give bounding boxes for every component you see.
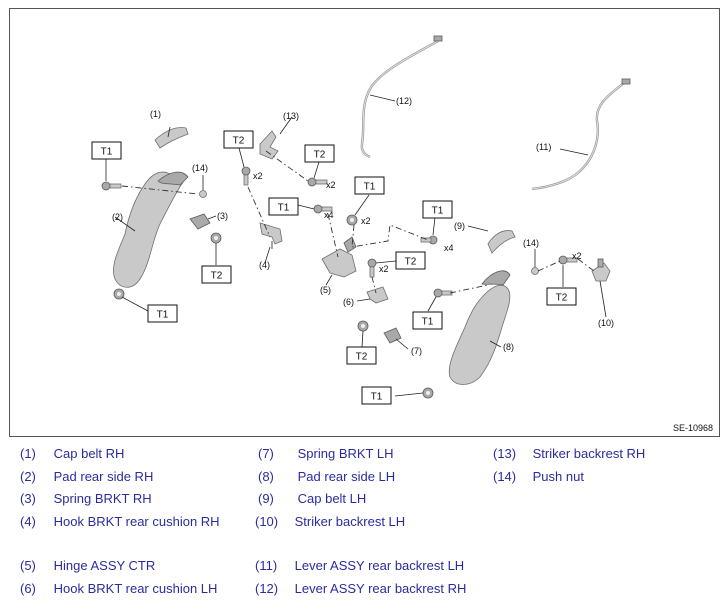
svg-text:T2: T2 xyxy=(211,271,223,282)
part-9-cap-belt-lh xyxy=(487,230,516,254)
part-5-hinge-assy-ctr xyxy=(321,236,357,278)
callout-14: (14) xyxy=(523,238,539,248)
multiplier-x2: x2 xyxy=(572,251,582,261)
part-11-lever-lh-cable xyxy=(531,78,631,191)
parts-legend: (1) Cap belt RH (2) Pad rear side RH (3)… xyxy=(0,440,728,604)
part-3-spring-brkt-rh xyxy=(189,213,211,230)
svg-text:T2: T2 xyxy=(314,150,326,161)
svg-text:T2: T2 xyxy=(556,293,568,304)
multiplier-x4: x4 xyxy=(324,210,334,220)
assembly-lines xyxy=(121,150,595,294)
diagram-canvas: T1 T2 T2 T1 T1 T1 T2 T2 T2 T1 T1 T2 T1 x… xyxy=(91,35,713,433)
part-6-hook-brkt-lh xyxy=(366,286,389,304)
legend-item-4: (4) Hook BRKT rear cushion RH xyxy=(20,514,220,529)
part-2-pad-rear-side-rh xyxy=(113,171,189,288)
legend-item-9: (9) Cap belt LH xyxy=(258,491,367,506)
svg-text:T1: T1 xyxy=(101,147,113,158)
legend-item-12: (12) Lever ASSY rear backrest RH xyxy=(255,581,467,596)
quantity-multipliers: x2 x2 x4 x2 x4 x2 x2 xyxy=(253,171,582,274)
callout-9: (9) xyxy=(454,221,465,231)
callout-labels: (1) (2) (3) (4) (5) (6) (7) (8) (9) (10)… xyxy=(112,96,614,356)
leader-lines xyxy=(105,94,607,397)
multiplier-x2: x2 xyxy=(253,171,263,181)
svg-text:T1: T1 xyxy=(371,392,383,403)
callout-2: (2) xyxy=(112,212,123,222)
bolt-icon xyxy=(420,235,438,245)
bolt-icon xyxy=(433,288,453,298)
legend-item-1: (1) Cap belt RH xyxy=(20,446,125,461)
torque-tag-t1: T1 xyxy=(361,386,392,405)
bolt-icon xyxy=(558,255,578,265)
multiplier-x4: x4 xyxy=(444,243,454,253)
exploded-parts-diagram: T1 T2 T2 T1 T1 T1 T2 T2 T2 T1 T1 T2 T1 x… xyxy=(9,8,720,437)
callout-11: (11) xyxy=(536,142,551,152)
multiplier-x2: x2 xyxy=(326,180,336,190)
callout-6: (6) xyxy=(343,297,354,307)
torque-tag-t2: T2 xyxy=(546,287,577,306)
callout-10: (10) xyxy=(598,318,614,328)
svg-text:T1: T1 xyxy=(364,182,376,193)
multiplier-x2: x2 xyxy=(379,264,389,274)
torque-tag-t2: T2 xyxy=(201,265,232,284)
legend-item-14: (14) Push nut xyxy=(493,469,584,484)
torque-tag-t1: T1 xyxy=(412,311,443,330)
callout-14: (14) xyxy=(192,163,208,173)
svg-text:T1: T1 xyxy=(432,206,444,217)
figure-code: SE-10968 xyxy=(673,423,713,433)
callout-4: (4) xyxy=(259,260,270,270)
legend-item-5: (5) Hinge ASSY CTR xyxy=(20,558,156,573)
legend-item-8: (8) Pad rear side LH xyxy=(258,469,396,484)
legend-item-11: (11) Lever ASSY rear backrest LH xyxy=(255,558,465,573)
callout-1: (1) xyxy=(150,109,161,119)
legend-item-2: (2) Pad rear side RH xyxy=(20,469,154,484)
svg-text:T2: T2 xyxy=(356,352,368,363)
legend-item-7: (7) Spring BRKT LH xyxy=(258,446,394,461)
part-12-lever-rh-cable xyxy=(360,35,443,159)
push-nut-icon xyxy=(199,190,207,198)
torque-tag-t1: T1 xyxy=(422,200,453,219)
svg-text:T1: T1 xyxy=(278,203,290,214)
svg-text:T1: T1 xyxy=(422,317,434,328)
callout-3: (3) xyxy=(217,211,228,221)
torque-tag-t2: T2 xyxy=(346,346,377,365)
push-nut-icon xyxy=(531,267,539,275)
part-4-hook-brkt-rh xyxy=(259,222,283,249)
torque-tag-t1: T1 xyxy=(147,304,178,323)
nuts xyxy=(113,190,539,399)
svg-text:T1: T1 xyxy=(157,310,169,321)
bolt-icon xyxy=(241,166,251,186)
bolt-icon xyxy=(101,181,122,191)
legend-item-6: (6) Hook BRKT rear cushion LH xyxy=(20,581,218,596)
part-10-striker-lh xyxy=(591,258,611,282)
callout-13: (13) xyxy=(283,111,299,121)
callout-8: (8) xyxy=(503,342,514,352)
callout-5: (5) xyxy=(320,285,331,295)
multiplier-x2: x2 xyxy=(361,216,371,226)
part-8-pad-rear-side-lh xyxy=(448,270,511,385)
torque-tag-t2: T2 xyxy=(223,130,254,149)
torque-tags: T1 T2 T2 T1 T1 T1 T2 T2 T2 T1 T1 T2 T1 xyxy=(91,130,577,405)
legend-item-3: (3) Spring BRKT RH xyxy=(20,491,152,506)
legend-item-10: (10) Striker backrest LH xyxy=(255,514,406,529)
part-13-striker-rh xyxy=(259,130,279,160)
part-1-cap-belt-rh xyxy=(154,127,189,149)
torque-tag-t1: T1 xyxy=(354,176,385,195)
torque-tag-t2: T2 xyxy=(395,251,426,270)
svg-text:T2: T2 xyxy=(405,257,417,268)
callout-7: (7) xyxy=(411,346,422,356)
svg-text:T2: T2 xyxy=(233,136,245,147)
bolt-icon xyxy=(367,258,377,278)
torque-tag-t1: T1 xyxy=(268,197,299,216)
legend-item-13: (13) Striker backrest RH xyxy=(493,446,646,461)
bolt-icon xyxy=(307,177,328,187)
torque-tag-t2: T2 xyxy=(304,144,335,163)
torque-tag-t1: T1 xyxy=(91,141,122,160)
callout-12: (12) xyxy=(396,96,412,106)
bolt-icon xyxy=(313,204,333,214)
